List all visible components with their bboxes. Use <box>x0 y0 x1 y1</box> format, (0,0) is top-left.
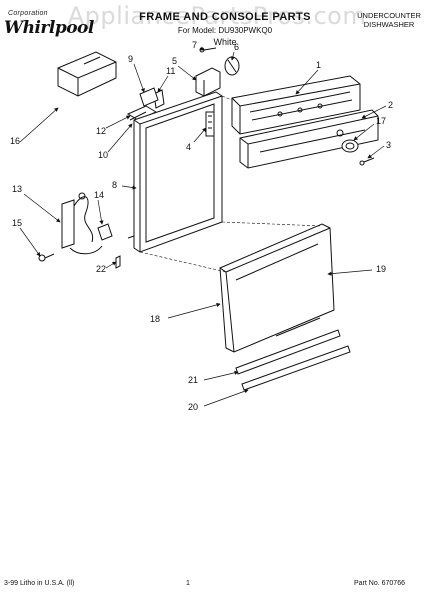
alignment-lines <box>139 95 323 273</box>
part-18-inner-panel <box>275 317 321 337</box>
leader-lines <box>19 46 387 407</box>
callout-20: 20 <box>188 402 198 412</box>
callout-5: 5 <box>172 56 177 66</box>
model-line: For Model: DU930PWKQ0 <box>177 26 273 35</box>
color-label: White <box>213 37 237 47</box>
callout-22: 22 <box>96 264 106 274</box>
callout-6: 6 <box>234 42 239 52</box>
footer-page-number: 1 <box>186 580 190 587</box>
logo-wordmark: Whirlpool <box>4 18 94 38</box>
callout-17: 17 <box>376 116 386 126</box>
callout-9: 9 <box>128 54 133 64</box>
part-2-overlay <box>239 109 379 169</box>
callout-7: 7 <box>192 40 197 50</box>
callout-21: 21 <box>188 375 198 385</box>
callout-11: 11 <box>166 66 175 76</box>
callout-2: 2 <box>388 100 393 110</box>
part-20-bottom-trim <box>241 345 351 391</box>
part-6-latch <box>224 56 240 76</box>
part-8-door-frame <box>127 91 223 253</box>
callout-12: 12 <box>96 126 106 136</box>
callout-10: 10 <box>98 150 108 160</box>
callout-19: 19 <box>376 264 386 274</box>
part-22-clip <box>115 255 121 269</box>
part-14-switch <box>97 223 113 241</box>
part-1-console <box>231 75 361 135</box>
part-5-bracket <box>195 67 221 97</box>
appliance-type-line-1: UNDERCOUNTER <box>357 11 421 20</box>
callout-15: 15 <box>12 218 22 228</box>
callout-14: 14 <box>94 190 104 200</box>
part-13-harness <box>61 192 103 255</box>
part-7-screw <box>199 47 217 53</box>
appliance-type: UNDERCOUNTER DISHWASHER <box>346 11 432 29</box>
callout-8: 8 <box>112 180 117 190</box>
part-19-door-panel <box>219 223 335 353</box>
part-15-fastener <box>38 253 55 262</box>
part-17-knob <box>341 139 359 153</box>
appliance-type-line-2: DISHWASHER <box>363 20 415 29</box>
callout-18: 18 <box>150 314 160 324</box>
page-title: FRAME AND CONSOLE PARTS <box>139 11 311 23</box>
part-3-screw <box>359 157 375 166</box>
footer-litho: 3-99 Litho in U.S.A. (ll) <box>4 580 75 587</box>
callout-labels: 1 2 3 4 5 6 7 8 9 10 11 12 13 14 15 16 1… <box>10 40 393 412</box>
footer-part-number: Part No. 670766 <box>354 580 405 587</box>
part-4-switch <box>205 111 215 137</box>
part-16-cover <box>57 51 117 97</box>
whirlpool-logo: Corporation Whirlpool <box>4 10 94 40</box>
logo-tagline: Corporation <box>8 10 48 17</box>
callout-13: 13 <box>12 184 22 194</box>
callout-16: 16 <box>10 136 20 146</box>
callout-4: 4 <box>186 142 191 152</box>
callout-1: 1 <box>316 60 321 70</box>
callout-3: 3 <box>386 140 391 150</box>
